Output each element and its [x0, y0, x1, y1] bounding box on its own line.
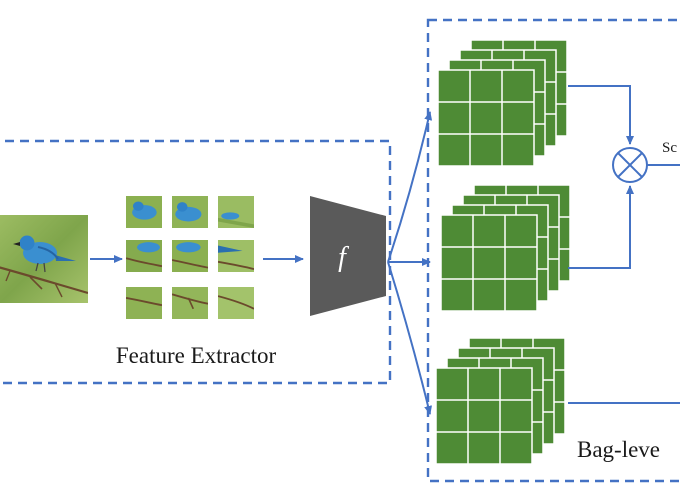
feature-map-layer [437, 69, 535, 167]
patch [126, 240, 162, 272]
patch [172, 240, 208, 272]
feature-extractor-box [0, 139, 392, 385]
feature-extractor-block [310, 196, 386, 316]
feature-map-stack [435, 337, 566, 465]
patch [218, 287, 254, 319]
feature-map-layer [435, 367, 533, 465]
arrow-to-bottom-stack [387, 261, 432, 415]
patch [218, 240, 254, 272]
patch [126, 196, 162, 228]
score-label: Sc [662, 140, 677, 156]
circled-times-icon [612, 147, 648, 183]
function-symbol: f [338, 242, 349, 273]
bag-level-label: Bag-leve [577, 437, 660, 462]
arrow-middle-to-operator [568, 185, 634, 269]
feature-map-stacks [435, 39, 571, 465]
feature-extractor-label: Feature Extractor [116, 343, 277, 368]
feature-maps-box [426, 18, 680, 483]
feature-map-layer [440, 214, 538, 312]
feature-map-stack [437, 39, 568, 167]
image-patch-grid [126, 196, 254, 319]
input-bird-image [0, 215, 88, 303]
patch [172, 287, 208, 319]
arrow-top-to-operator [568, 85, 634, 145]
patch [172, 196, 208, 228]
arrow-to-top-stack [387, 111, 433, 263]
feature-map-stack [440, 184, 571, 312]
patch [218, 196, 254, 228]
patch [126, 287, 162, 319]
